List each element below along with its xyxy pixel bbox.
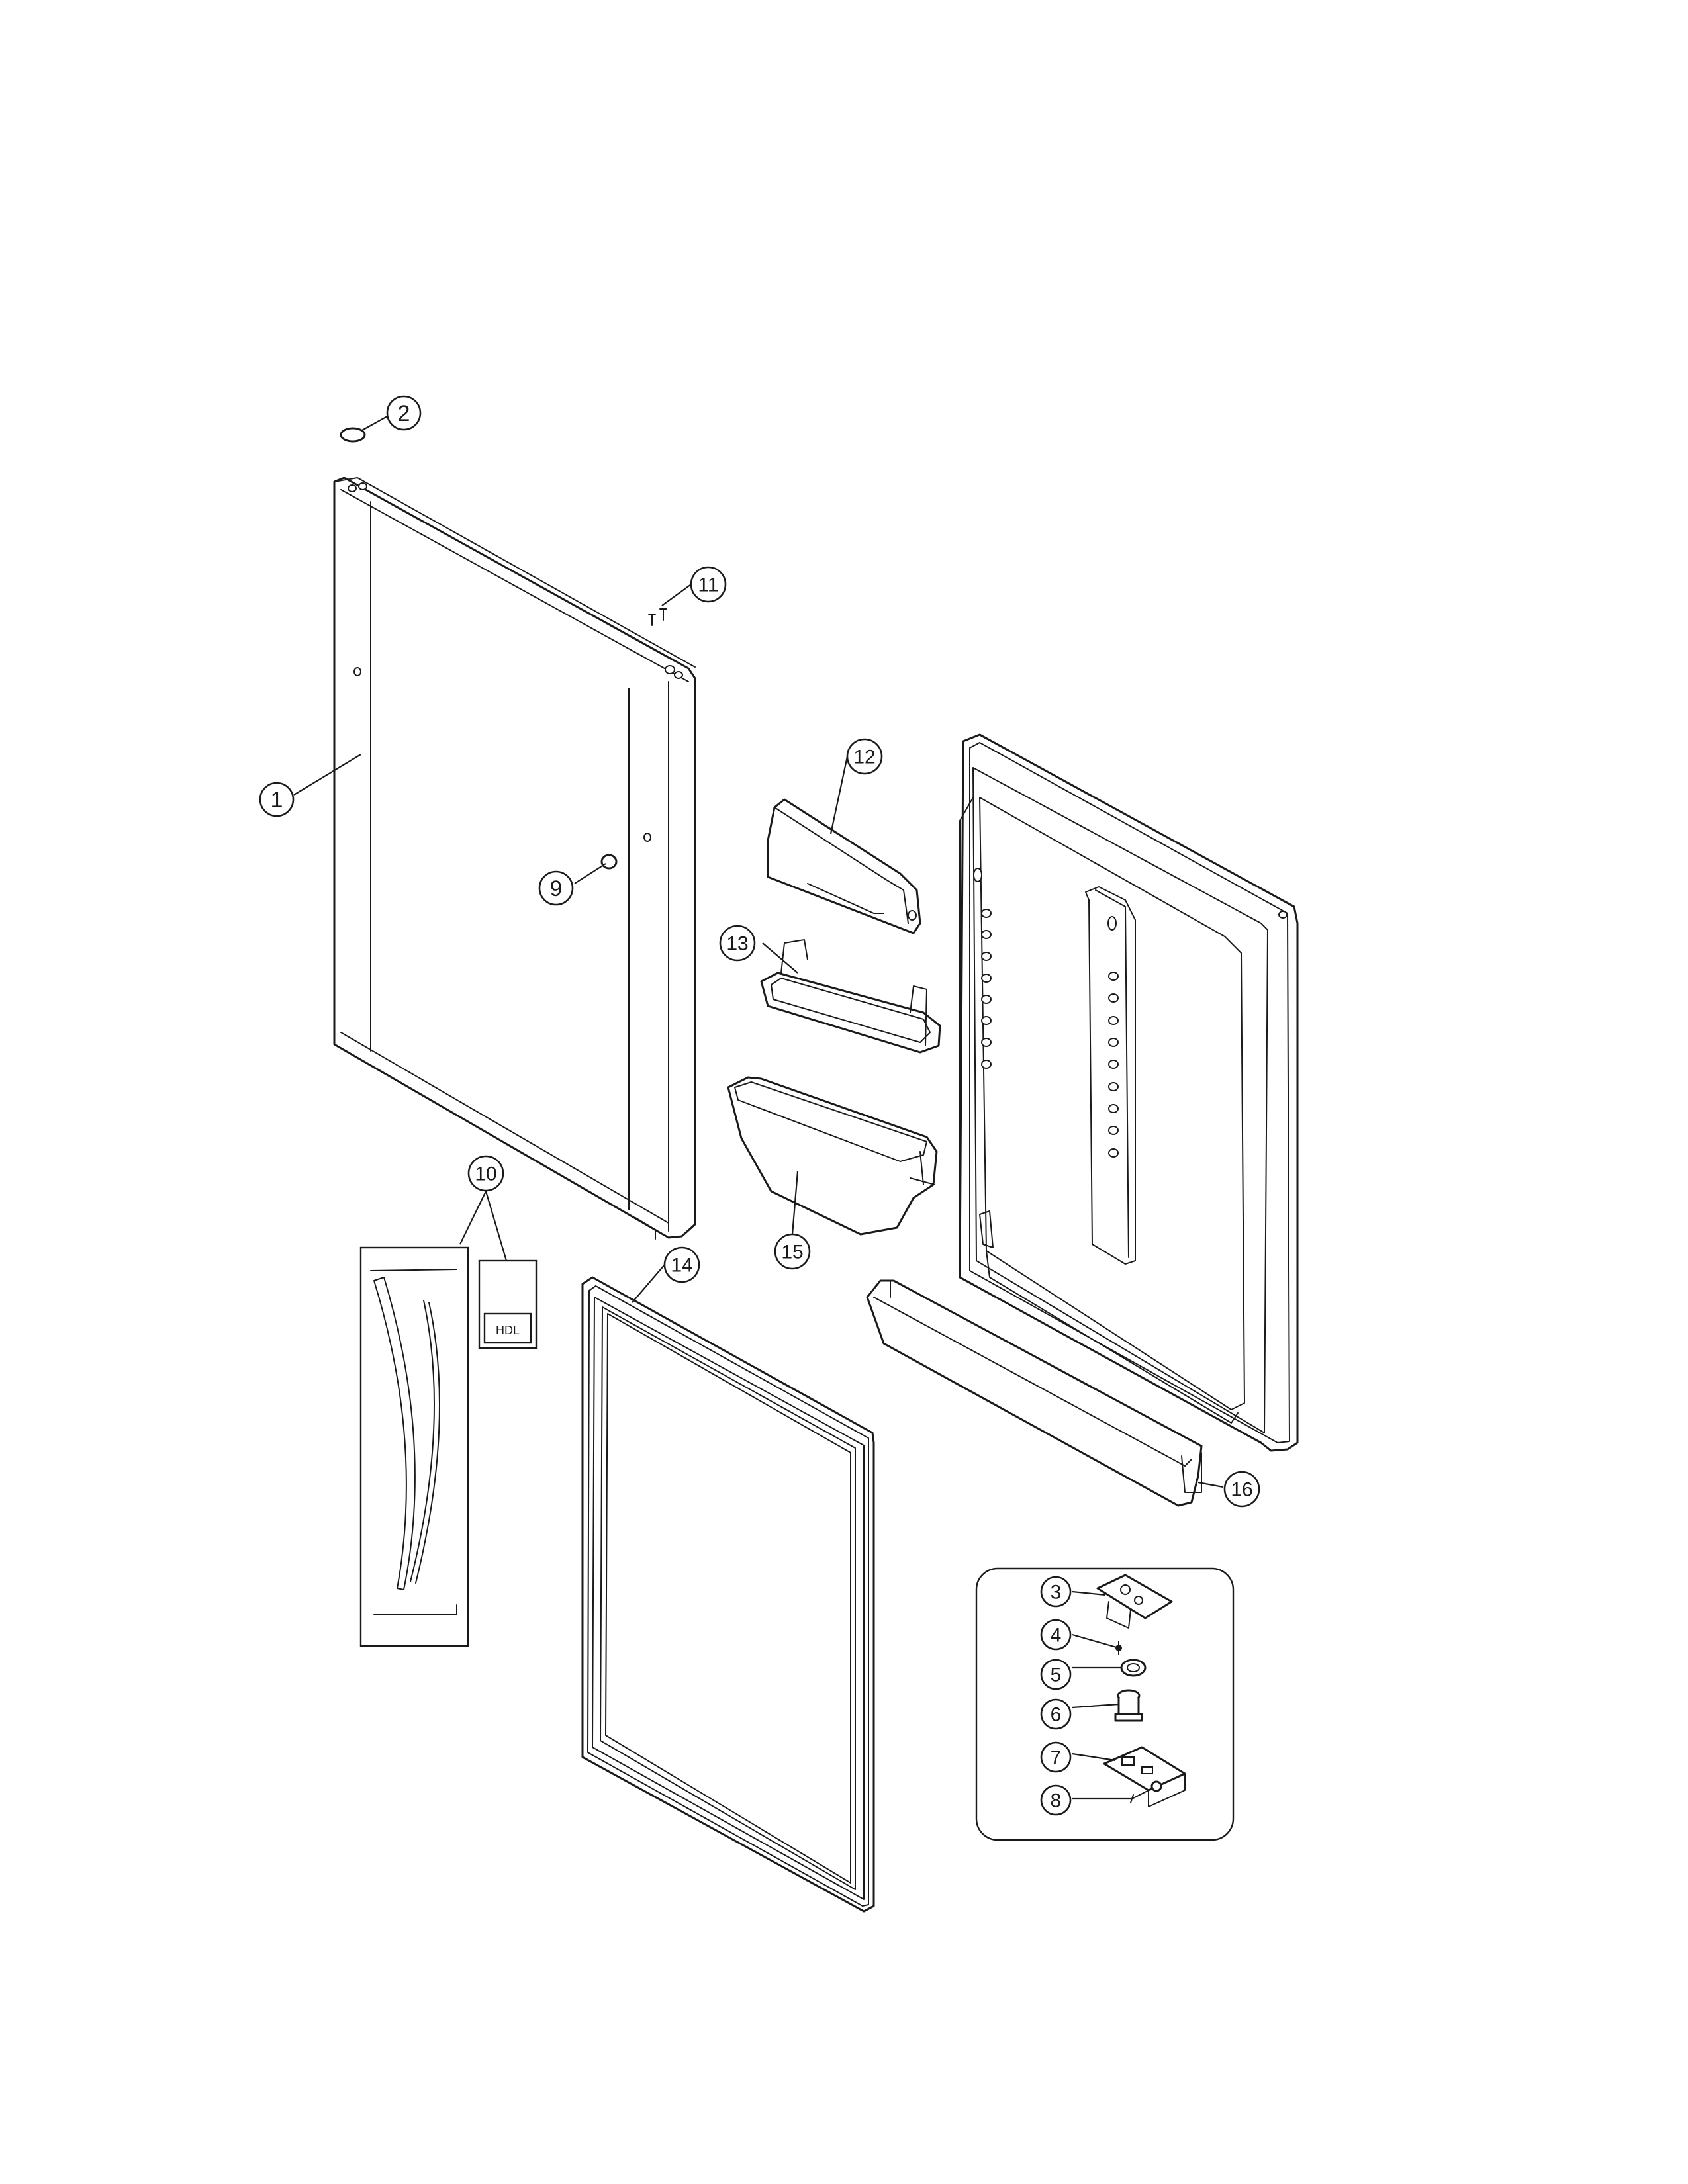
shelf-studs-left — [981, 909, 992, 1069]
screws — [648, 608, 667, 626]
callout-10: 10 — [467, 1155, 504, 1192]
callout-label: 2 — [398, 401, 410, 426]
callout-16: 16 — [1223, 1471, 1260, 1508]
dairy-cover — [767, 798, 921, 934]
callout-label: 7 — [1051, 1747, 1062, 1769]
callout-9: 9 — [538, 870, 574, 906]
callout-4: 4 — [1040, 1619, 1072, 1651]
callout-label: 5 — [1051, 1664, 1062, 1686]
callout-label: 14 — [671, 1255, 692, 1277]
callout-5: 5 — [1040, 1659, 1072, 1690]
door-bin-small — [760, 939, 941, 1054]
hinge-screw-8 — [1130, 1780, 1162, 1803]
callout-11: 11 — [690, 566, 727, 603]
shelf-studs-right — [1108, 972, 1119, 1158]
hinge-plate-3 — [1096, 1574, 1173, 1629]
callout-label: 3 — [1051, 1582, 1062, 1604]
callout-label: 15 — [781, 1242, 803, 1263]
callout-8: 8 — [1040, 1784, 1072, 1816]
callout-label: 10 — [475, 1163, 496, 1185]
callout-label: 8 — [1051, 1790, 1062, 1812]
callout-1: 1 — [259, 782, 295, 817]
callout-12: 12 — [846, 738, 883, 775]
callout-2: 2 — [386, 395, 422, 431]
leader-lines — [293, 416, 1224, 1800]
callout-label: 1 — [271, 788, 283, 813]
callout-label: 12 — [853, 747, 875, 768]
door-outer-panel — [333, 477, 696, 1240]
hinge-bracket-7 — [1103, 1746, 1186, 1807]
callout-6: 6 — [1040, 1698, 1072, 1730]
callout-13: 13 — [719, 925, 756, 962]
callout-label: 11 — [698, 574, 718, 596]
hinge-bushing-6 — [1114, 1689, 1143, 1722]
callout-14: 14 — [663, 1246, 700, 1283]
door-shelf-bottom — [866, 1279, 1203, 1507]
callout-label: 9 — [550, 876, 563, 901]
callout-15: 15 — [774, 1233, 811, 1270]
door-inner-liner — [959, 733, 1299, 1452]
handle-kit: HDL — [359, 1246, 538, 1647]
door-gasket — [581, 1276, 875, 1913]
hinge-assembly-box — [975, 1567, 1235, 1841]
callout-7: 7 — [1040, 1741, 1072, 1773]
plug — [600, 854, 618, 870]
washer-5 — [1120, 1659, 1147, 1677]
door-bin-large — [727, 1076, 938, 1236]
handle-kit-label: HDL — [496, 1324, 520, 1337]
callout-label: 6 — [1051, 1704, 1062, 1726]
top-hinge-cap — [340, 427, 366, 443]
callout-label: 13 — [726, 933, 748, 955]
callout-label: 16 — [1231, 1479, 1252, 1501]
callout-3: 3 — [1040, 1576, 1072, 1608]
callout-label: 4 — [1051, 1625, 1062, 1647]
